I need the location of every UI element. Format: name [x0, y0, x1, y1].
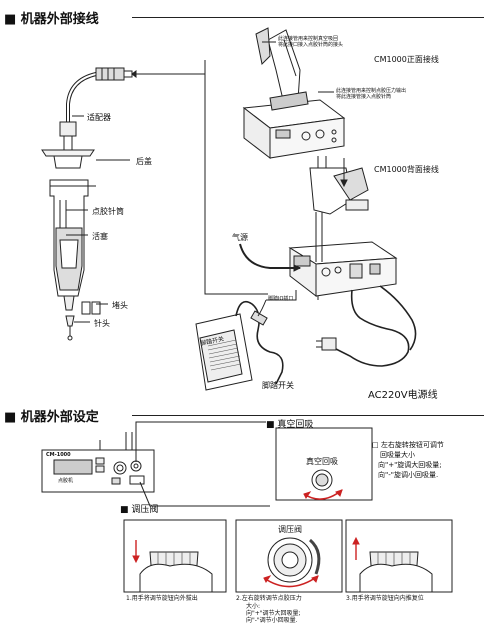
step-3: 3.用手将调节旋钮向内推复位: [346, 595, 424, 602]
label-barrel: 点胶针筒: [92, 207, 124, 216]
label-back-wiring: CM1000背面接线: [374, 165, 439, 174]
label-power-cord: AC220V电源线: [368, 390, 438, 401]
pressure-title: ■ 调压阀: [120, 505, 159, 515]
step-2: 2.左右旋转调节点胶压力: [236, 595, 302, 602]
label-foot-port: 脚踏IO插口: [268, 296, 294, 302]
note-front-mid-1: 此连接管用来控制点胶压力输出: [336, 88, 407, 94]
label-end-cap: 堵头: [112, 301, 128, 310]
settings-divider: [132, 415, 484, 416]
vacuum-desc-4: 向"-"旋调小回吸量.: [378, 471, 439, 479]
step-2-c: 向"+"调节大回吸量;: [246, 610, 301, 617]
vacuum-desc-1: □ 左右旋转按钮可调节: [372, 441, 444, 449]
step-1: 1.用手将调节旋钮向外拔出: [126, 595, 198, 602]
section-title-wiring: ■ 机器外部接线: [4, 12, 99, 27]
section-title-settings: ■ 机器外部设定: [4, 410, 99, 425]
vacuum-desc-2: 回吸量大小: [380, 451, 415, 459]
label-adapter: 适配器: [87, 113, 111, 122]
panel-model: CM-1000: [46, 452, 71, 458]
vacuum-knob-label: 真空回吸: [306, 457, 338, 466]
note-front-top-2: 将此接口接入点胶针筒的接头: [278, 42, 344, 48]
vacuum-desc-3: 向"+"旋调大回吸量;: [378, 461, 442, 469]
step-2-d: 向"-"调节小回吸量.: [246, 617, 298, 624]
step-2-b: 大小:: [246, 603, 261, 610]
pressure-knob-label: 调压阀: [278, 525, 302, 534]
label-air-source: 气源: [232, 233, 248, 242]
label-piston: 活塞: [92, 232, 108, 241]
label-front-wiring: CM1000正面接线: [374, 55, 439, 64]
panel-small-label: 点胶机: [58, 478, 74, 484]
label-rear-cover: 后盖: [136, 157, 152, 166]
vacuum-title: ■ 真空回吸: [266, 420, 314, 430]
label-needle: 针头: [94, 319, 110, 328]
label-foot-switch: 脚踏开关: [262, 381, 294, 390]
note-front-top-1: 此连接管用来控制真空吸回: [278, 36, 339, 42]
note-front-mid-2: 将此连接管接入点胶针筒: [336, 94, 392, 100]
title-divider: [132, 17, 484, 18]
